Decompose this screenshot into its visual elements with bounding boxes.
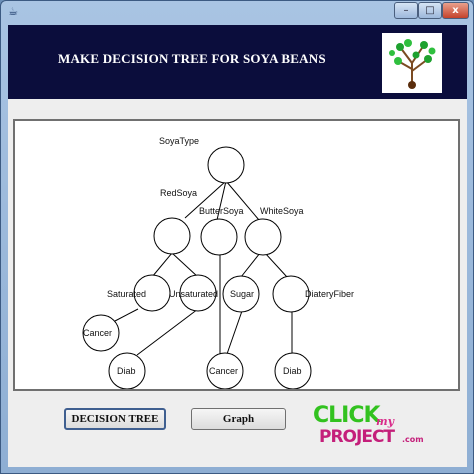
- tree-logo-icon: [382, 33, 442, 93]
- edge-root-red: [184, 180, 227, 219]
- close-button[interactable]: x: [442, 2, 469, 19]
- edge-red-saturated: [151, 252, 173, 278]
- brand-logo: CLICK my PROJECT .com: [313, 403, 437, 453]
- tree-node-cancer-mid: [206, 352, 244, 389]
- edge-white-sugar: [240, 252, 261, 278]
- label-cancer-mid: Cancer: [209, 366, 238, 376]
- brand-domain-text: .com: [402, 435, 424, 444]
- label-diab-right: Diab: [283, 366, 302, 376]
- tree-node-diab-left: [108, 352, 146, 389]
- edge-sugar-cancer: [226, 310, 243, 355]
- label-saturated: Saturated: [107, 289, 146, 299]
- tree-node-dietary: [272, 275, 310, 313]
- edge-root-white: [225, 180, 260, 221]
- brand-project-text: PROJECT: [319, 427, 395, 447]
- content-area: MAKE DECISION TREE FOR SOYA BEANS: [8, 25, 467, 467]
- decision-tree-button[interactable]: DECISION TREE: [64, 408, 166, 430]
- tree-logo-graphic: [389, 39, 436, 89]
- edge-red-unsaturated: [171, 252, 199, 278]
- tree-node-saturated: [133, 274, 171, 312]
- tree-node-root: [207, 146, 245, 184]
- minimize-button[interactable]: –: [394, 2, 418, 19]
- tree-node-diab-right: [274, 352, 312, 389]
- maximize-button[interactable]: □: [418, 2, 442, 19]
- label-white-soya: WhiteSoya: [260, 206, 304, 216]
- label-red-soya: RedSoya: [160, 188, 197, 198]
- tree-node-sugar: [222, 275, 260, 313]
- edge-white-dietary: [264, 252, 288, 278]
- tree-node-cancer-left: [82, 314, 120, 352]
- edge-root-butter: [216, 180, 227, 221]
- label-sugar: Sugar: [230, 289, 254, 299]
- edge-unsaturated-diab: [136, 308, 199, 356]
- brand-my-text: my: [376, 415, 395, 428]
- label-soya-type: SoyaType: [159, 136, 199, 146]
- title-bar[interactable]: ☕ – □ x: [1, 1, 473, 23]
- decision-tree-panel: SoyaType RedSoya ButterSoya WhiteSoya Sa…: [13, 119, 460, 391]
- tree-node-unsaturated: [179, 274, 217, 312]
- label-cancer-left: Cancer: [83, 328, 112, 338]
- label-dietary-fiber: DiateryFiber: [305, 289, 354, 299]
- java-app-icon: ☕: [8, 5, 18, 18]
- graph-button[interactable]: Graph: [191, 408, 286, 430]
- header-banner: MAKE DECISION TREE FOR SOYA BEANS: [8, 25, 467, 99]
- label-diab-left: Diab: [117, 366, 136, 376]
- tree-node-red: [153, 217, 191, 255]
- page-title: MAKE DECISION TREE FOR SOYA BEANS: [58, 51, 326, 66]
- label-unsaturated: Unsaturated: [169, 289, 218, 299]
- tree-node-butter: [200, 218, 238, 256]
- edge-saturated-cancer: [114, 308, 139, 322]
- tree-node-white: [244, 218, 282, 256]
- brand-click-text: CLICK: [313, 403, 381, 428]
- decision-tree-diagram: SoyaType RedSoya ButterSoya WhiteSoya Sa…: [82, 136, 354, 389]
- label-butter-soya: ButterSoya: [199, 206, 244, 216]
